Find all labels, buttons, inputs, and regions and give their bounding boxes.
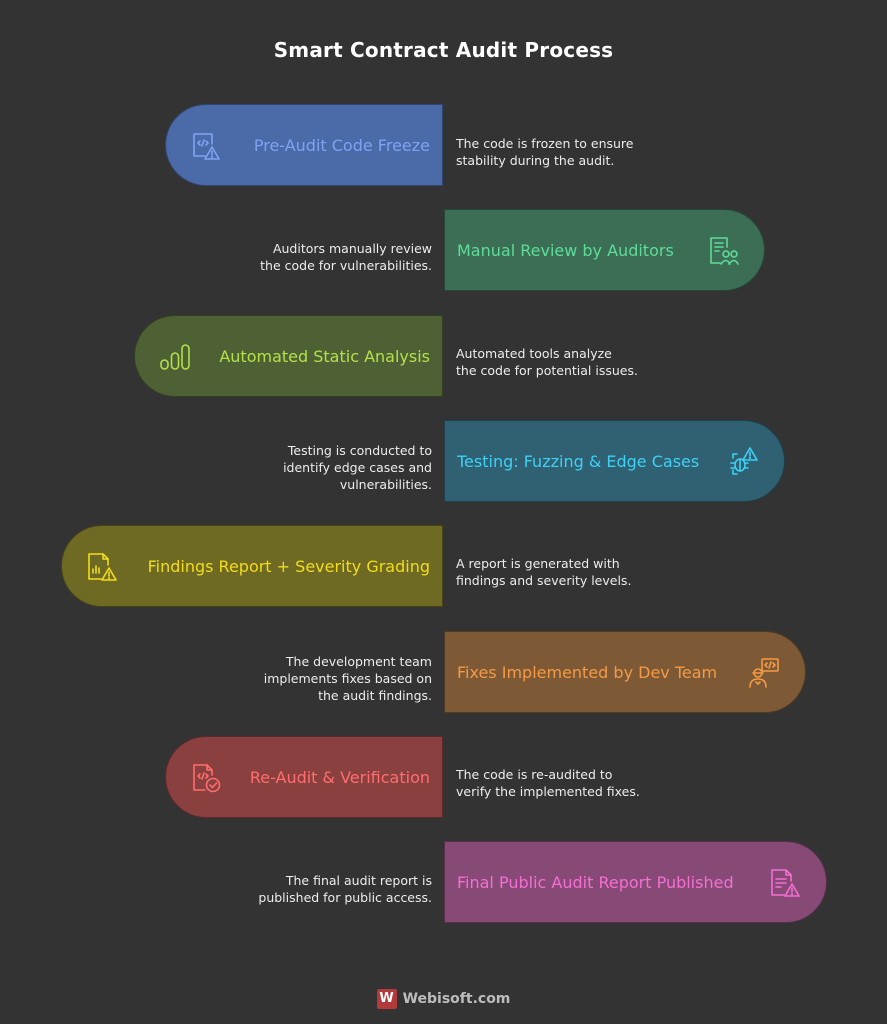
- diagram-title: Smart Contract Audit Process: [273, 38, 614, 62]
- developer-code-icon: [746, 655, 782, 691]
- step-label: Automated Static Analysis: [219, 346, 430, 366]
- document-warning-icon: [767, 865, 803, 901]
- report-chart-icon: [84, 549, 120, 585]
- step-label: Final Public Audit Report Published: [457, 872, 734, 892]
- step-pre-audit-code-freeze: Pre-Audit Code Freeze: [165, 104, 443, 186]
- step-label: Fixes Implemented by Dev Team: [457, 662, 718, 682]
- step-label: Testing: Fuzzing & Edge Cases: [457, 451, 700, 471]
- step-manual-review: Manual Review by Auditors: [444, 209, 765, 291]
- step-findings-report: Findings Report + Severity Grading: [61, 525, 443, 607]
- footer: W Webisoft.com: [0, 989, 887, 1009]
- step-final-public-report: Final Public Audit Report Published: [444, 841, 827, 923]
- code-warning-icon: [188, 128, 224, 164]
- step-label: Manual Review by Auditors: [457, 240, 674, 260]
- step-label: Findings Report + Severity Grading: [147, 556, 430, 576]
- brand-name[interactable]: Webisoft.com: [402, 991, 511, 1007]
- document-people-icon: [705, 233, 741, 269]
- step-label: Pre-Audit Code Freeze: [253, 135, 430, 155]
- step-fixes-implemented: Fixes Implemented by Dev Team: [444, 631, 806, 713]
- step-label: Re-Audit & Verification: [249, 767, 430, 787]
- step-automated-static-analysis: Automated Static Analysis: [134, 315, 443, 397]
- code-check-icon: [188, 760, 224, 796]
- webisoft-logo: W: [376, 989, 397, 1009]
- step-re-audit: Re-Audit & Verification: [165, 736, 443, 818]
- bar-chart-icon: [157, 339, 193, 375]
- bug-warning-icon: [725, 444, 761, 480]
- step-testing-fuzzing: Testing: Fuzzing & Edge Cases: [444, 420, 785, 502]
